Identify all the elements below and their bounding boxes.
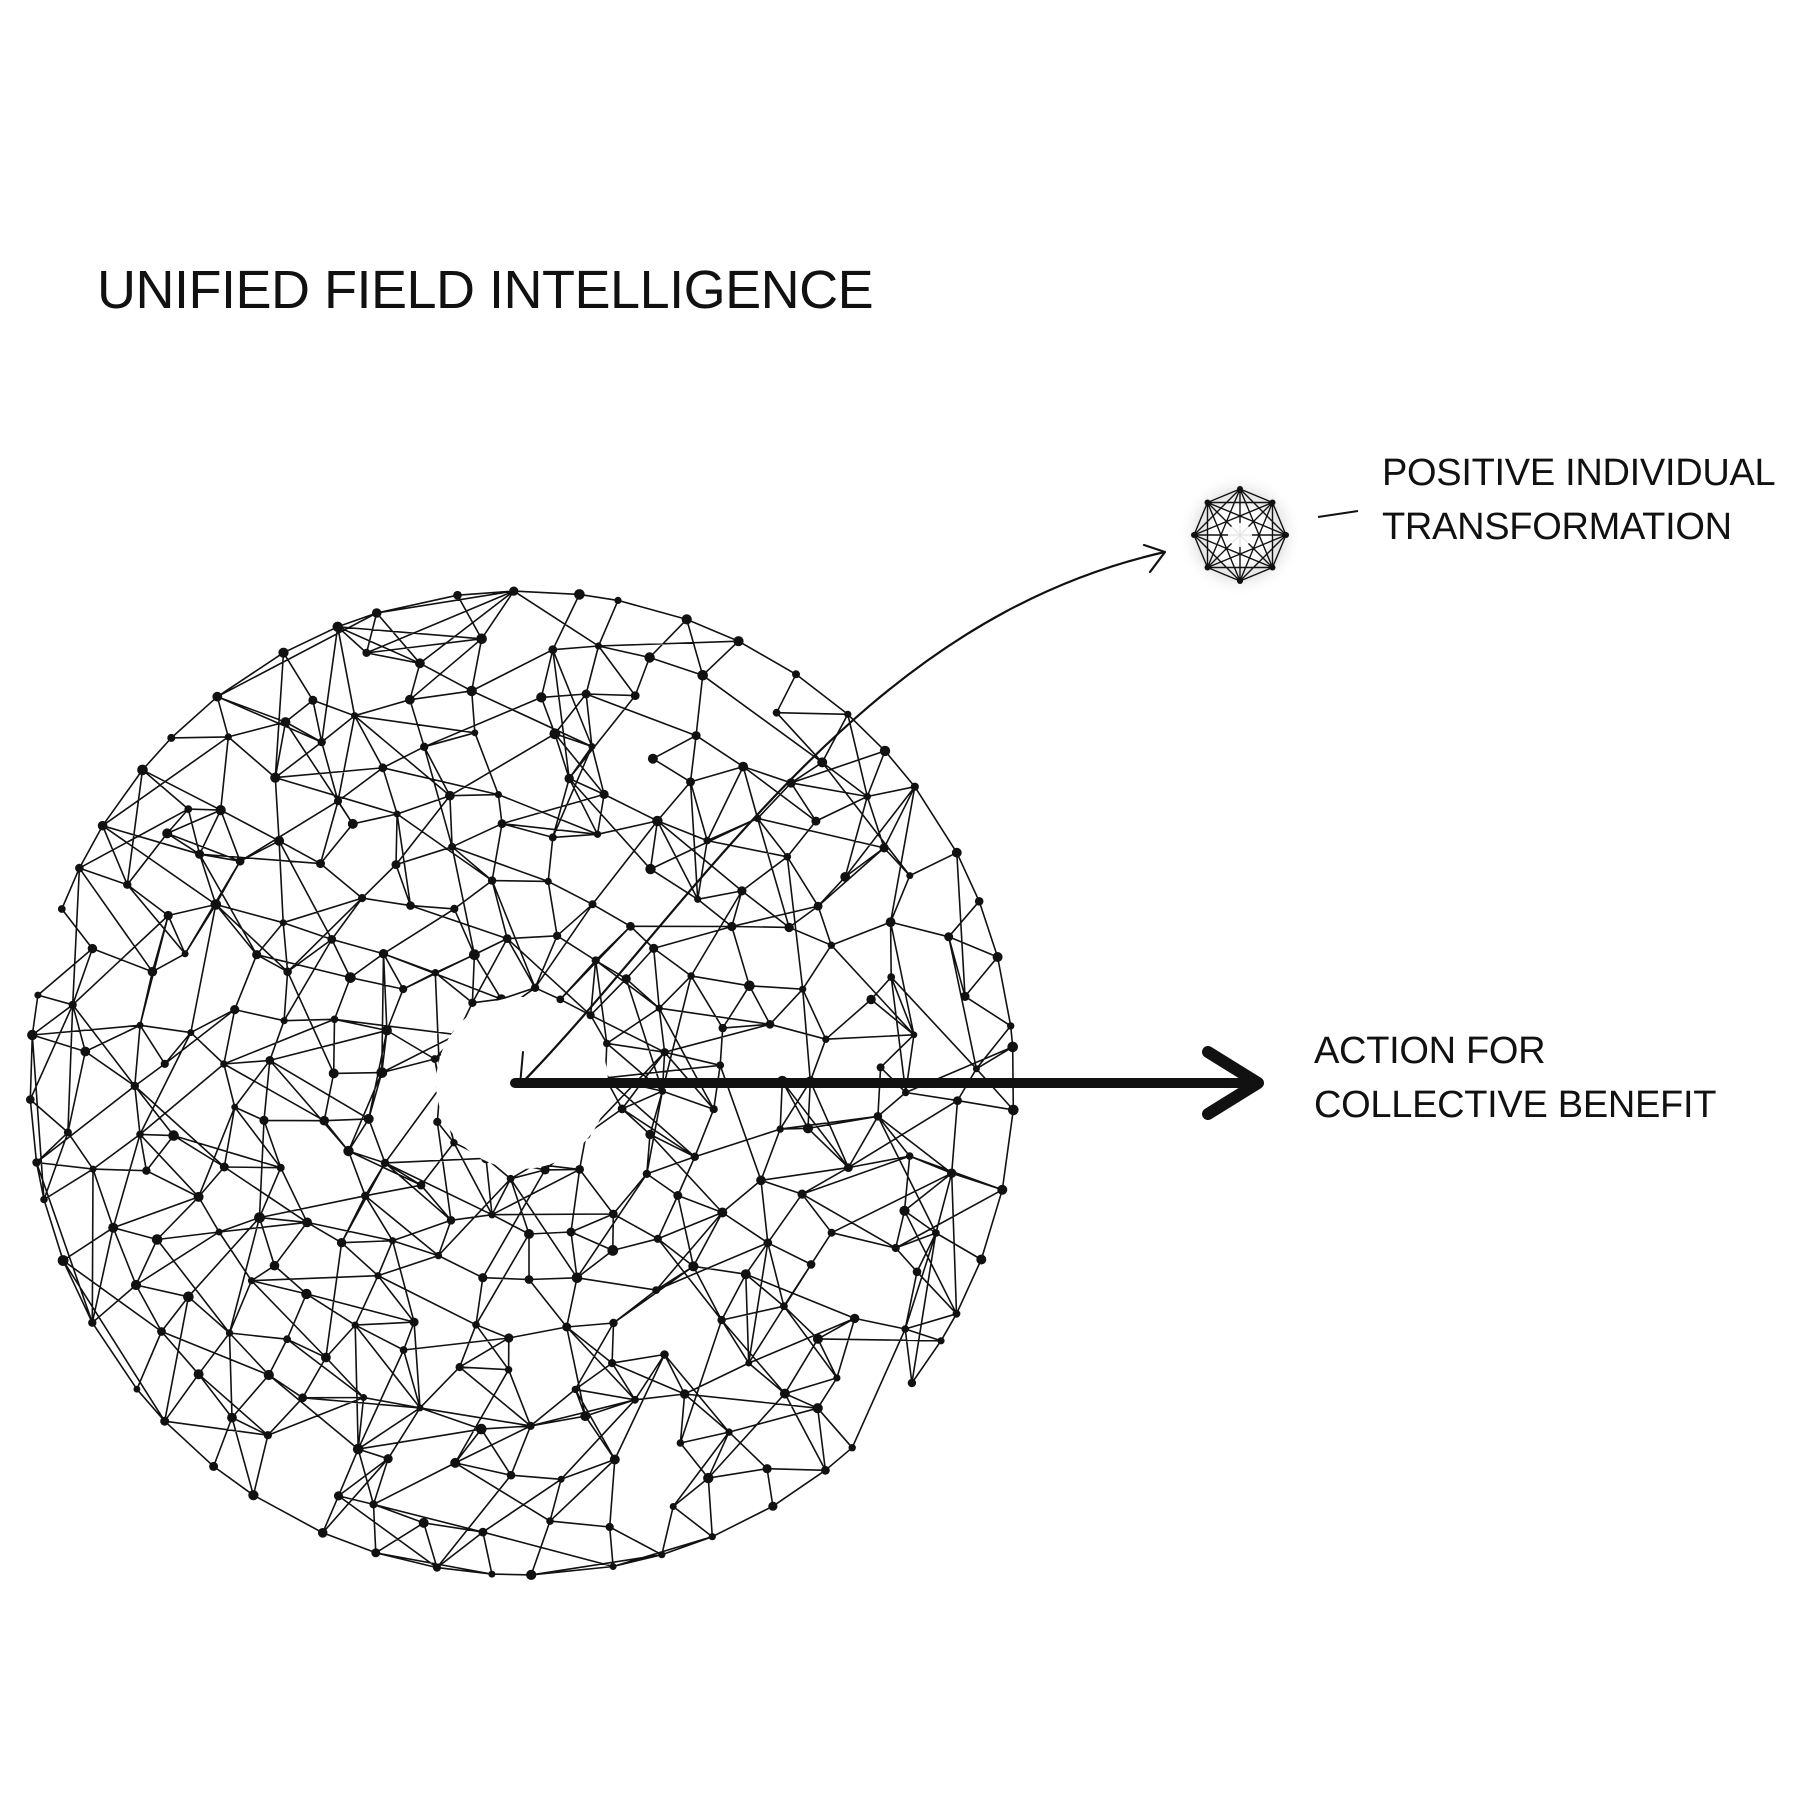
network-torus-icon xyxy=(26,586,1019,1580)
label-leader-line xyxy=(1317,510,1359,518)
collective-label-line1: ACTION FOR xyxy=(1314,1030,1546,1072)
diagram-title: UNIFIED FIELD INTELLIGENCE xyxy=(97,260,874,320)
individual-transformation-label: POSITIVE INDIVIDUAL TRANSFORMATION xyxy=(1382,446,1776,554)
small-polyhedron-icon xyxy=(1178,473,1302,597)
straight-arrow-icon xyxy=(510,1046,1264,1120)
collective-benefit-label: ACTION FOR COLLECTIVE BENEFIT xyxy=(1314,1024,1716,1132)
individual-label-line2: TRANSFORMATION xyxy=(1382,506,1732,548)
curved-arrow-icon xyxy=(518,543,1167,1088)
collective-label-line2: COLLECTIVE BENEFIT xyxy=(1314,1084,1717,1126)
individual-label-line1: POSITIVE INDIVIDUAL xyxy=(1382,452,1776,494)
